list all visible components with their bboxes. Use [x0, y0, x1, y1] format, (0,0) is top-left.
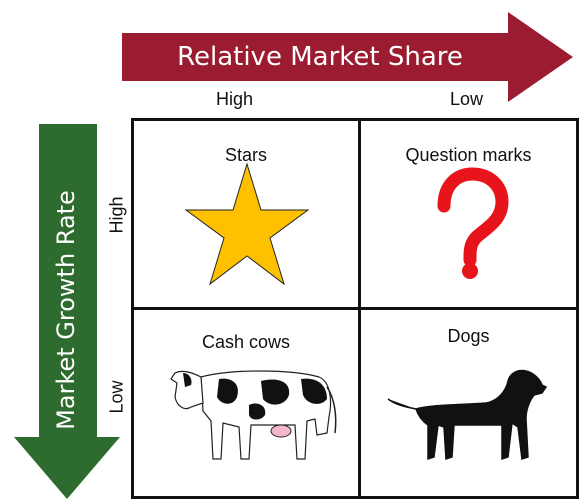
quadrant-title-cash-cows: Cash cows	[201, 332, 291, 352]
quadrant-question-marks: Question marks	[358, 118, 579, 310]
quadrant-stars: Stars	[131, 118, 361, 310]
y-axis-arrow	[14, 124, 120, 499]
question-mark-icon	[437, 167, 509, 279]
bcg-matrix: Stars Question marks Cash cows	[131, 118, 579, 499]
quadrant-title-dogs: Dogs	[447, 326, 490, 346]
dog-icon	[387, 369, 548, 461]
x-axis-title: Relative Market Share	[177, 42, 463, 72]
quadrant-title-question-marks: Question marks	[405, 145, 532, 165]
x-high-label: High	[216, 89, 254, 109]
y-axis-title: Market Growth Rate	[52, 190, 80, 430]
x-axis-arrow	[122, 12, 573, 102]
x-low-label: Low	[450, 89, 484, 109]
y-low-label: Low	[106, 380, 127, 414]
cow-icon	[170, 370, 337, 460]
quadrant-title-stars: Stars	[224, 145, 267, 165]
quadrant-cash-cows: Cash cows	[131, 307, 361, 499]
star-icon	[184, 162, 310, 286]
y-high-label: High	[106, 196, 127, 234]
quadrant-dogs: Dogs	[358, 307, 579, 499]
